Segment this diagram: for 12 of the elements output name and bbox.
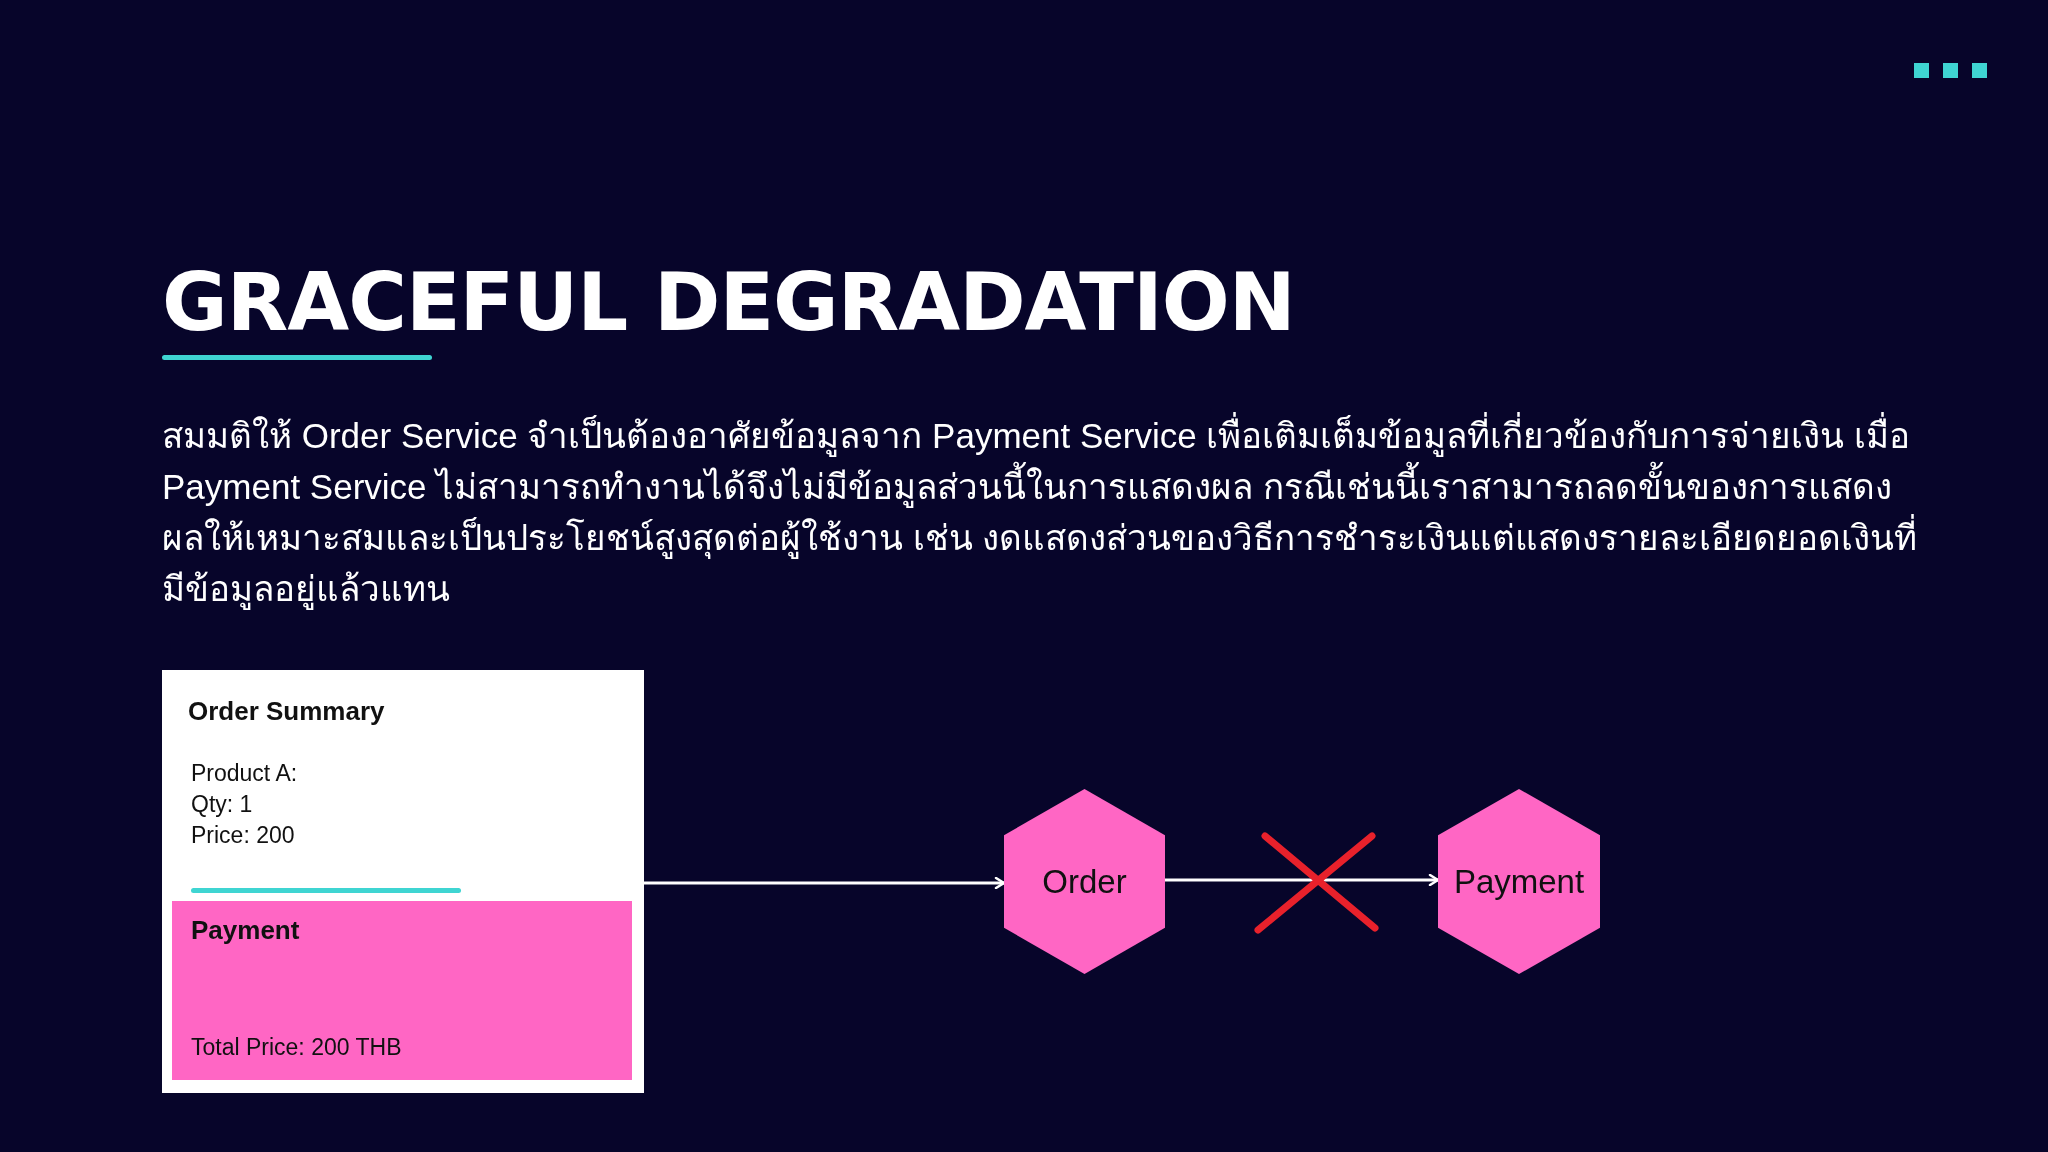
title: GRACEFUL DEGRADATION: [162, 258, 1295, 348]
hexagon: Order: [1004, 789, 1165, 974]
hexagon: Payment: [1438, 789, 1600, 974]
arrow: [1165, 873, 1440, 887]
panel-heading: Payment: [191, 915, 300, 946]
total-price: Total Price: 200 THB: [191, 1034, 402, 1061]
item-details: Product A: Qty: 1 Price: 200: [191, 759, 299, 850]
payment-panel: [172, 901, 632, 1080]
arrow: [644, 876, 1006, 890]
paragraph: สมมติให้ Order Service จำเป็นต้องอาศัยข้อมูลจาก Payment Service เพื่อเติมเต็มข้อมูลที่เกี่ยวข้องกับการจ่ายเงิน เมื่อ Payment Service ไม่สามารถทำงานได้จึงไม่มีข้อมูลส่วนนี้ในการแสดงผล กรณีเช่นนี้เราสามารถลดขั้นของการแสดงผลให้เหมาะสมและเป็นประโยชน์สูงสุดต่อผู้ใช้งาน เช่น งดแสดงส่วนของวิธีการชำระเงินแต่แสดงรายละเอียดยอดเงินที่มีข้อมูลอยู่แล้วแทน: [162, 410, 1922, 614]
summary-card: [162, 670, 644, 1093]
card-heading: Order Summary: [188, 696, 385, 727]
